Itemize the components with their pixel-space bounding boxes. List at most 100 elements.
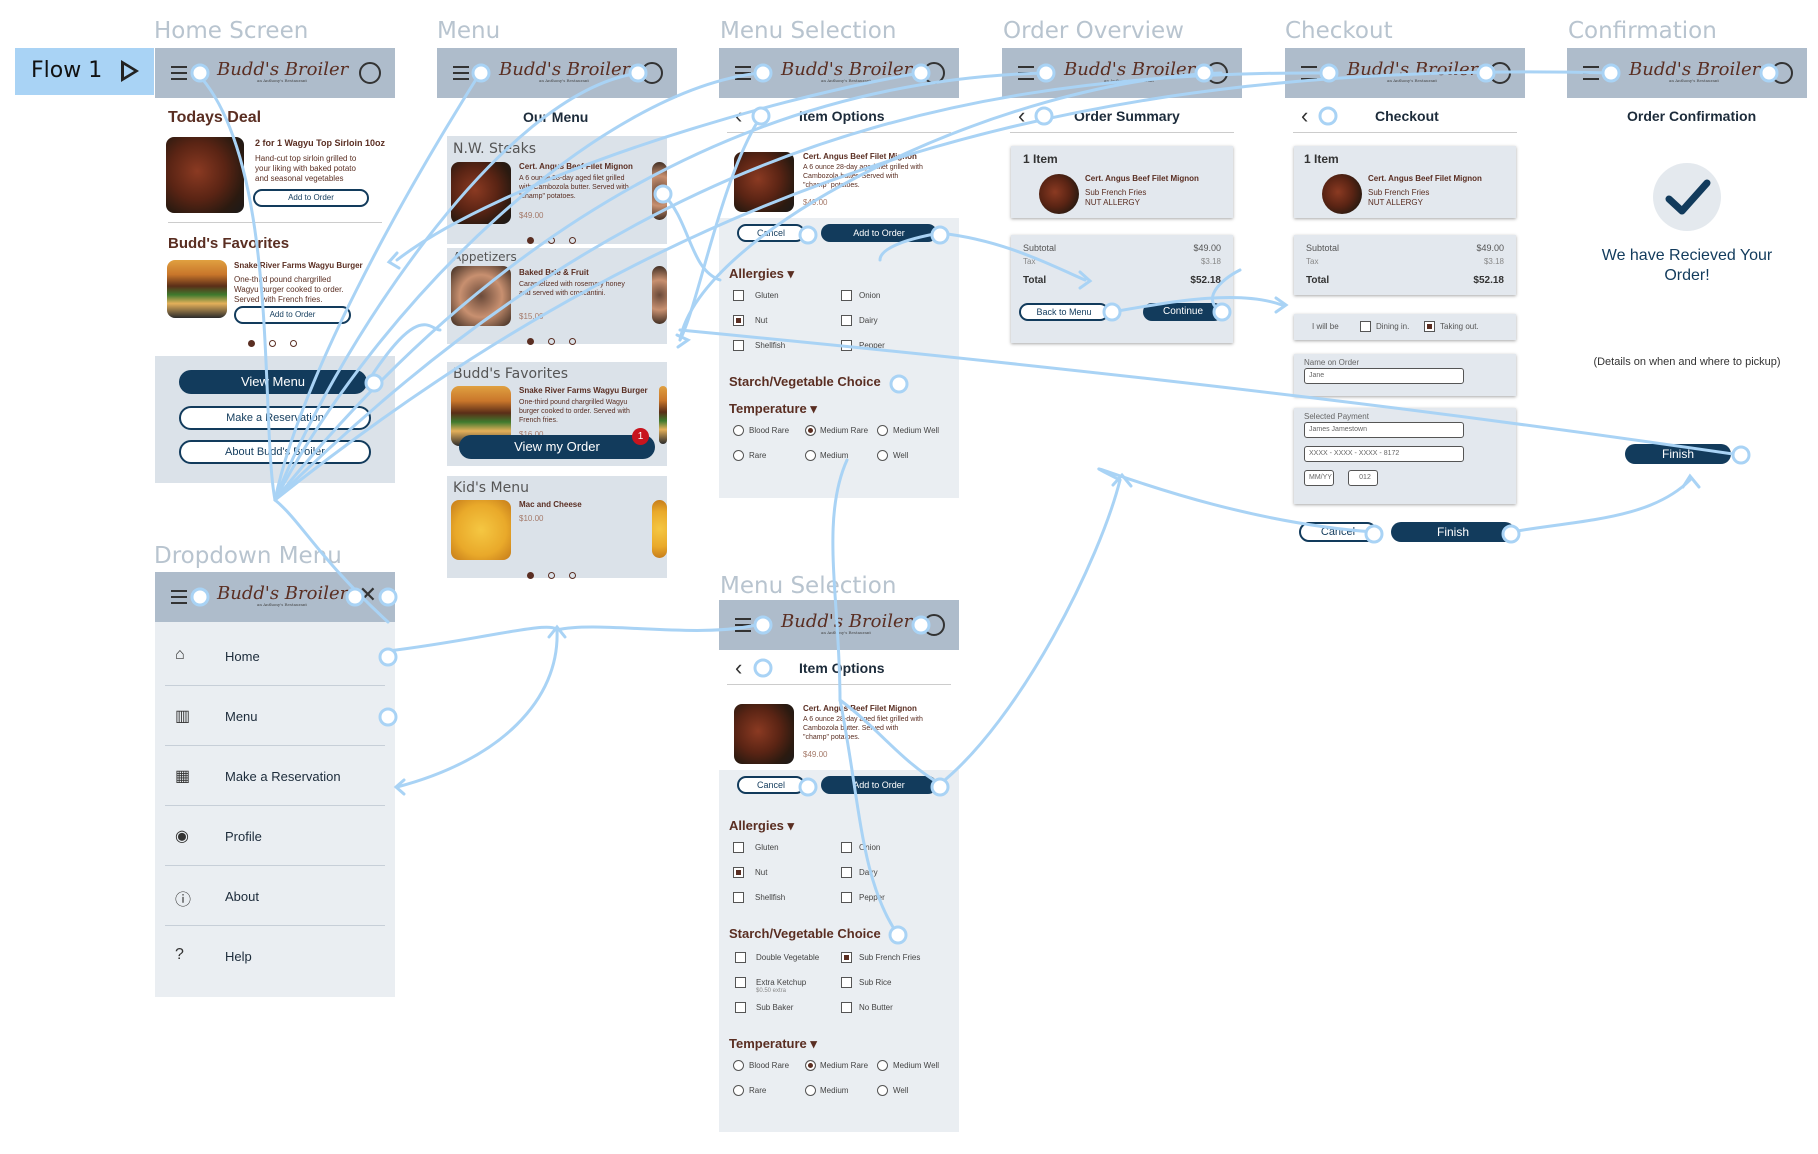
user-icon[interactable] [1771,62,1793,84]
name-input[interactable]: Jane [1304,368,1464,384]
checkbox-taking-out[interactable] [1424,321,1435,332]
cancel-button[interactable]: Cancel [737,224,805,242]
hamburger-icon[interactable] [171,66,187,80]
checkbox-sub-baker[interactable] [735,1002,746,1013]
checkbox-nut[interactable] [733,867,744,878]
checkbox-gluten[interactable] [733,290,744,301]
finish-button[interactable]: Finish [1391,522,1515,542]
carousel-dots[interactable] [527,332,590,350]
card-number-input[interactable]: XXXX - XXXX - XXXX - 8172 [1304,446,1464,462]
carousel-dots[interactable] [248,334,311,352]
add-to-order-button[interactable]: Add to Order [821,224,937,242]
back-chevron-icon[interactable]: ‹ [735,103,743,128]
back-to-menu-button[interactable]: Back to Menu [1019,303,1109,321]
user-icon[interactable] [359,62,381,84]
dropdown-item-help[interactable]: ?Help [165,927,385,985]
hamburger-icon[interactable] [735,66,751,80]
radio-well[interactable] [877,450,888,461]
hamburger-icon[interactable] [1583,66,1599,80]
allergies-title[interactable]: Allergies ▾ [729,266,795,281]
category-card-kids[interactable]: Kid's Menu Mac and Cheese $10.00 [447,476,667,579]
user-icon[interactable] [1206,62,1228,84]
checkbox-gluten[interactable] [733,842,744,853]
radio-medium[interactable] [805,450,816,461]
user-icon[interactable] [923,614,945,636]
checkbox-shellfish[interactable] [733,340,744,351]
hamburger-icon[interactable] [453,66,469,80]
checkbox-shellfish[interactable] [733,892,744,903]
radio-medium[interactable] [805,1085,816,1096]
user-icon[interactable] [923,62,945,84]
checkbox-no-butter[interactable] [841,1002,852,1013]
cancel-button[interactable]: Cancel [737,776,805,794]
radio-blood-rare[interactable] [733,1060,744,1071]
category-card-appetizers[interactable]: Appetizers Baked Brie & Fruit Caramelize… [447,248,667,345]
checkbox-nut[interactable] [733,315,744,326]
back-chevron-icon[interactable]: ‹ [735,655,743,680]
cancel-button[interactable]: Cancel [1299,522,1377,542]
expiry-input[interactable]: MM/YY [1304,470,1334,486]
dropdown-item-profile[interactable]: ◉Profile [165,807,385,866]
hamburger-icon[interactable] [171,590,187,604]
user-icon[interactable] [641,62,663,84]
cvv-input[interactable]: 012 [1348,470,1378,486]
allergies-title[interactable]: Allergies ▾ [729,818,795,833]
back-chevron-icon[interactable]: ‹ [1018,103,1026,128]
radio-rare[interactable] [733,450,744,461]
carousel-dots[interactable] [527,566,590,584]
deal-add-to-order-button[interactable]: Add to Order [253,189,369,207]
about-button[interactable]: About Budd's Broiler [179,440,371,464]
add-to-order-button[interactable]: Add to Order [821,776,937,794]
dropdown-item-home[interactable]: ⌂Home [165,627,385,686]
checkbox-sub-rice[interactable] [841,977,852,988]
radio-medium-rare[interactable] [805,425,816,436]
radio-medium-rare[interactable] [805,1060,816,1071]
checkbox-onion[interactable] [841,842,852,853]
flow-start-tag[interactable]: Flow 1 [15,48,154,95]
finish-button[interactable]: Finish [1625,444,1731,464]
hamburger-icon[interactable] [735,618,751,632]
checkbox-onion[interactable] [841,290,852,301]
starch-title[interactable]: Starch/Vegetable Choice [729,926,881,941]
view-menu-button[interactable]: View Menu [179,370,367,394]
checkbox-double-vegetable[interactable] [735,952,746,963]
hamburger-icon[interactable] [1301,66,1317,80]
checkbox-dining-in[interactable] [1360,321,1371,332]
temperature-title[interactable]: Temperature ▾ [729,1036,817,1051]
hamburger-icon[interactable] [1018,66,1034,80]
close-icon[interactable]: ✕ [358,582,377,607]
dropdown-item-reservation[interactable]: ▦Make a Reservation [165,747,385,806]
view-my-order-button[interactable]: View my Order [459,435,655,459]
continue-button[interactable]: Continue [1143,303,1223,321]
checkbox-pepper[interactable] [841,340,852,351]
dropdown-item-menu[interactable]: ▥Menu [165,687,385,746]
radio-well[interactable] [877,1085,888,1096]
carousel-dots[interactable] [527,231,590,249]
card-name-input[interactable]: James Jamestown [1304,422,1464,438]
make-reservation-button[interactable]: Make a Reservation [179,406,371,430]
radio-blood-rare[interactable] [733,425,744,436]
checkbox-dairy[interactable] [841,315,852,326]
user-icon[interactable] [1489,62,1511,84]
checkbox-dairy[interactable] [841,867,852,878]
radio-medium-well[interactable] [877,1060,888,1071]
checkbox-pepper[interactable] [841,892,852,903]
category-card-steaks[interactable]: N.W. Steaks Cert. Angus Beef Filet Migno… [447,136,667,244]
starch-title[interactable]: Starch/Vegetable Choice [729,374,881,389]
checkbox-sub-french-fries[interactable] [841,952,852,963]
radio-medium-well[interactable] [877,425,888,436]
order-item-card[interactable]: 1 Item Cert. Angus Beef Filet Mignon Sub… [1011,146,1233,218]
radio-rare[interactable] [733,1085,744,1096]
back-chevron-icon[interactable]: ‹ [1301,103,1309,128]
checkbox-extra-ketchup[interactable] [735,977,746,988]
fav-add-to-order-button[interactable]: Add to Order [234,306,351,324]
